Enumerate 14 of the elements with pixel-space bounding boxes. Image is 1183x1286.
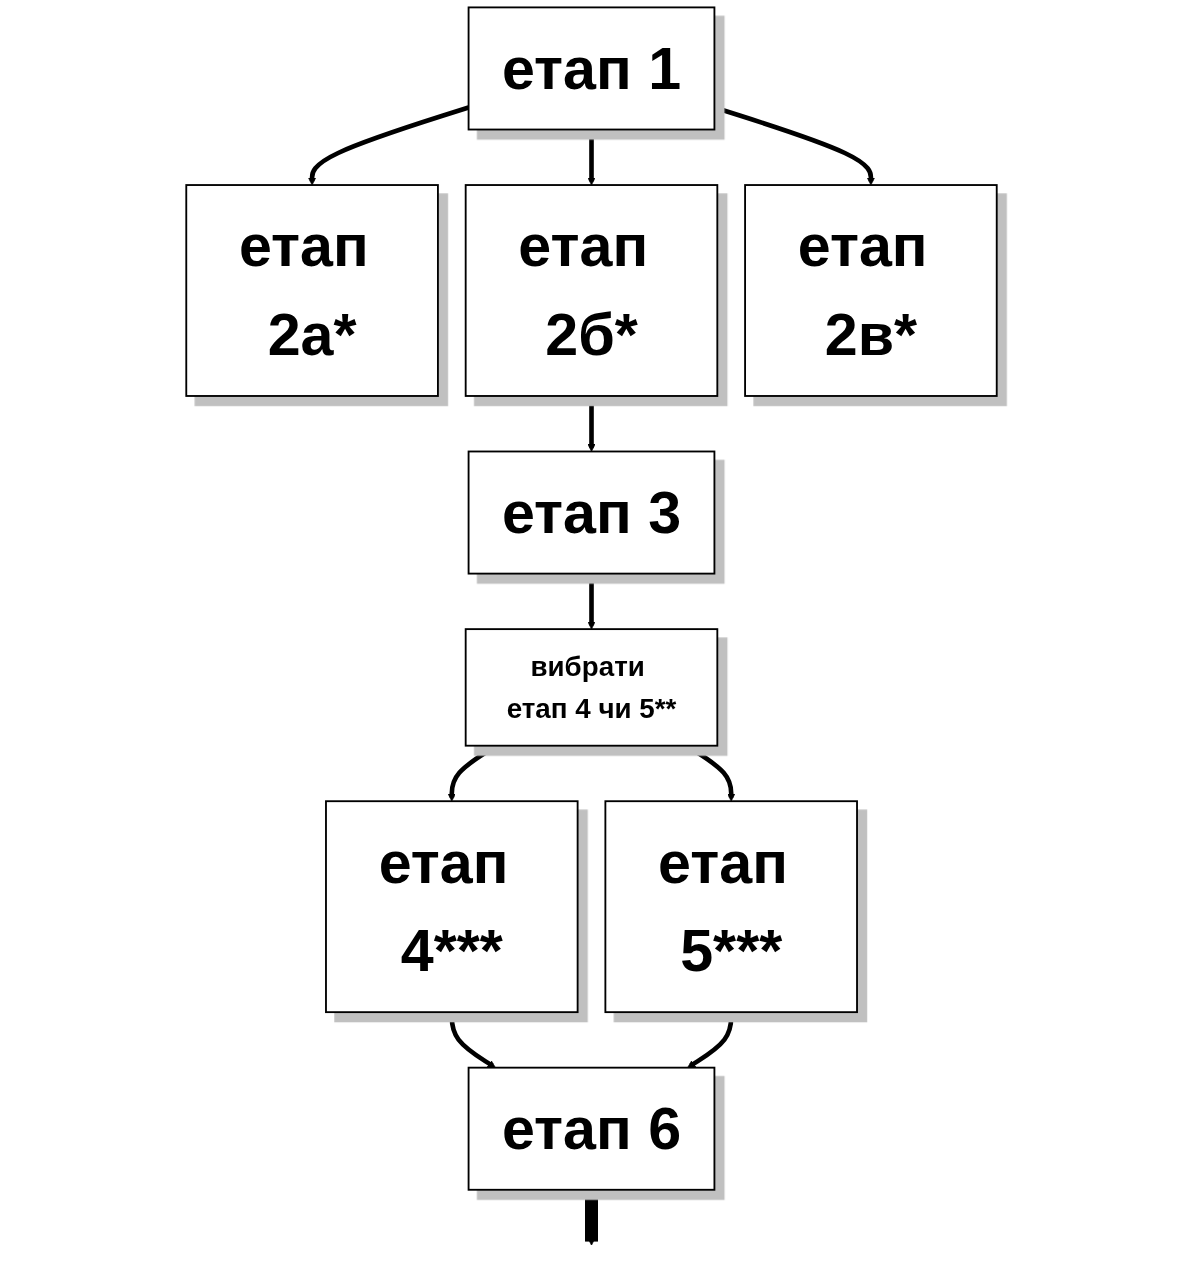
arrow (587, 129, 596, 186)
node-box: етап 5*** (604, 800, 858, 1014)
node-box: етап 4*** (325, 800, 579, 1014)
node-box: етап 2а* (185, 184, 439, 397)
arrow (687, 1012, 734, 1069)
node-box: етап 2б* (464, 184, 719, 397)
node-box: етап 1 (467, 6, 716, 131)
arrow (587, 573, 596, 630)
arrow (587, 396, 596, 452)
node-box: етап 3 (467, 450, 716, 575)
node-box: вибрати етап 4 чи 5** (464, 628, 719, 747)
arrow (449, 1012, 496, 1069)
node-box: етап 2в* (744, 184, 998, 397)
node-box: етап 6 (467, 1066, 716, 1191)
